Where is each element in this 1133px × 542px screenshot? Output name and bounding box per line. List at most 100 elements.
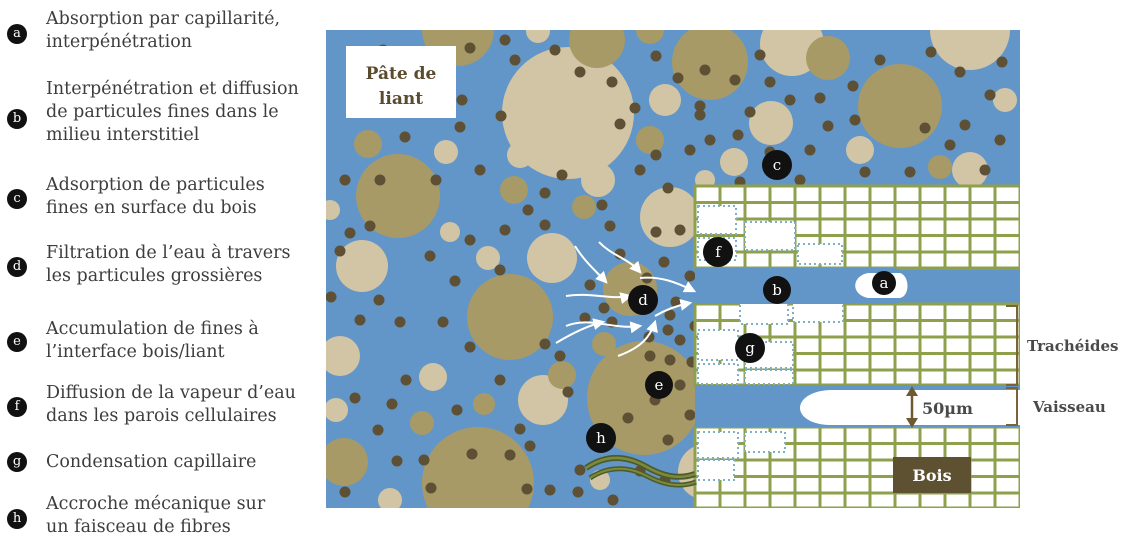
cell-wall	[968, 304, 972, 385]
marker-d: d	[628, 285, 658, 315]
fine-particle	[658, 256, 670, 268]
marker-b: b	[763, 276, 791, 304]
cell-wall	[843, 186, 847, 268]
marker-letter: c	[773, 156, 781, 174]
fine-particle	[364, 220, 376, 232]
cell-wall	[793, 427, 797, 508]
fine-particle	[614, 248, 626, 260]
cell-wall	[695, 217, 1020, 221]
coarse-particle	[422, 427, 534, 508]
marker-letter: d	[638, 291, 648, 309]
fiber-bundle	[584, 455, 697, 488]
condensation-cell	[739, 301, 789, 325]
fine-particle	[449, 275, 461, 287]
cell-wall	[818, 304, 822, 385]
fine-particle	[509, 54, 521, 66]
coarse-particle	[569, 30, 625, 68]
cell-wall	[918, 304, 922, 385]
fine-particle	[650, 226, 662, 238]
fine-particle	[464, 234, 476, 246]
fine-particle	[954, 66, 966, 78]
marker-letter: e	[655, 376, 664, 394]
fine-particle	[699, 64, 711, 76]
marker-disc	[645, 371, 673, 399]
legend-text-b-line1: Interpénétration et diffusion	[46, 79, 299, 99]
legend-text-b-line3: milieu interstitiel	[46, 125, 200, 145]
cell-wall	[695, 234, 1020, 237]
legend-text-f-line1: Diffusion de la vapeur d’eau	[46, 383, 296, 403]
marker-disc	[762, 150, 792, 180]
fine-particle	[339, 486, 351, 498]
coarse-particle	[410, 411, 434, 435]
legend-badge-b: b	[7, 109, 27, 129]
marker-letter: g	[745, 339, 755, 357]
binder-label-line1: Pâte de	[366, 64, 437, 84]
fine-particle	[729, 74, 741, 86]
fine-particle	[672, 72, 684, 84]
cell-wall	[768, 427, 772, 508]
coarse-particle	[636, 126, 664, 154]
cell-wall	[695, 475, 1020, 478]
coarse-particle	[476, 246, 500, 270]
wood-label: Bois	[912, 466, 951, 485]
condensation-cell	[744, 221, 796, 251]
fine-particle	[684, 270, 696, 282]
coarse-particle	[649, 84, 681, 116]
coarse-particle	[326, 200, 340, 220]
fine-particle	[904, 166, 916, 178]
fine-particle	[464, 42, 476, 54]
fine-particle	[373, 294, 385, 306]
fine-particle	[650, 50, 662, 62]
legend-text-f-line2: dans les parois cellulaires	[46, 406, 277, 426]
fine-particle	[584, 279, 596, 291]
fine-particle	[494, 374, 506, 386]
legend-badge-a: a	[7, 24, 27, 44]
cell-wall	[843, 304, 847, 385]
fine-particle	[400, 374, 412, 386]
cell-wall	[818, 427, 822, 508]
coarse-particle	[354, 130, 382, 158]
coarse-particle	[507, 142, 533, 168]
fine-particle	[574, 464, 586, 476]
fine-particle	[514, 423, 526, 435]
fine-particle	[822, 120, 834, 132]
fine-particle	[344, 227, 356, 239]
fine-particle	[451, 404, 463, 416]
legend-text-h-line1: Accroche mécanique sur	[46, 494, 266, 514]
cell-wall	[843, 427, 847, 508]
fine-particle	[674, 379, 686, 391]
coarse-particle	[952, 152, 988, 188]
cell-wall	[695, 335, 1020, 339]
coarse-particle	[326, 438, 368, 486]
fine-particle	[495, 110, 507, 122]
coarse-particle	[581, 163, 615, 197]
coarse-particle	[720, 148, 748, 176]
fine-particle	[859, 166, 871, 178]
legend-text-d-line2: les particules grossières	[46, 266, 263, 286]
fine-particle	[784, 94, 796, 106]
cell-wall	[893, 304, 897, 385]
cell-wall	[695, 250, 1020, 254]
coarse-particle	[440, 222, 460, 242]
fine-particle	[814, 92, 826, 104]
condensation-cell	[797, 243, 843, 265]
marker-a: a	[872, 271, 896, 295]
fine-particle	[664, 309, 676, 321]
condensation-cell	[697, 363, 739, 385]
condensation-cell	[697, 459, 735, 481]
fine-particle	[944, 139, 956, 151]
fine-particle	[399, 131, 411, 143]
legend-badge-e: e	[7, 332, 27, 352]
cell-wall	[868, 427, 872, 508]
fine-particle	[556, 169, 568, 181]
cell-wall	[918, 186, 922, 268]
fine-particle	[874, 54, 886, 66]
cell-wall	[695, 352, 1020, 355]
wood-tissue	[693, 184, 1020, 508]
fine-particle	[704, 134, 716, 146]
fine-particle	[499, 224, 511, 236]
coarse-particle	[640, 187, 700, 247]
condensation-cell	[744, 369, 794, 385]
fine-particle	[984, 89, 996, 101]
condensation-cell	[697, 329, 739, 361]
